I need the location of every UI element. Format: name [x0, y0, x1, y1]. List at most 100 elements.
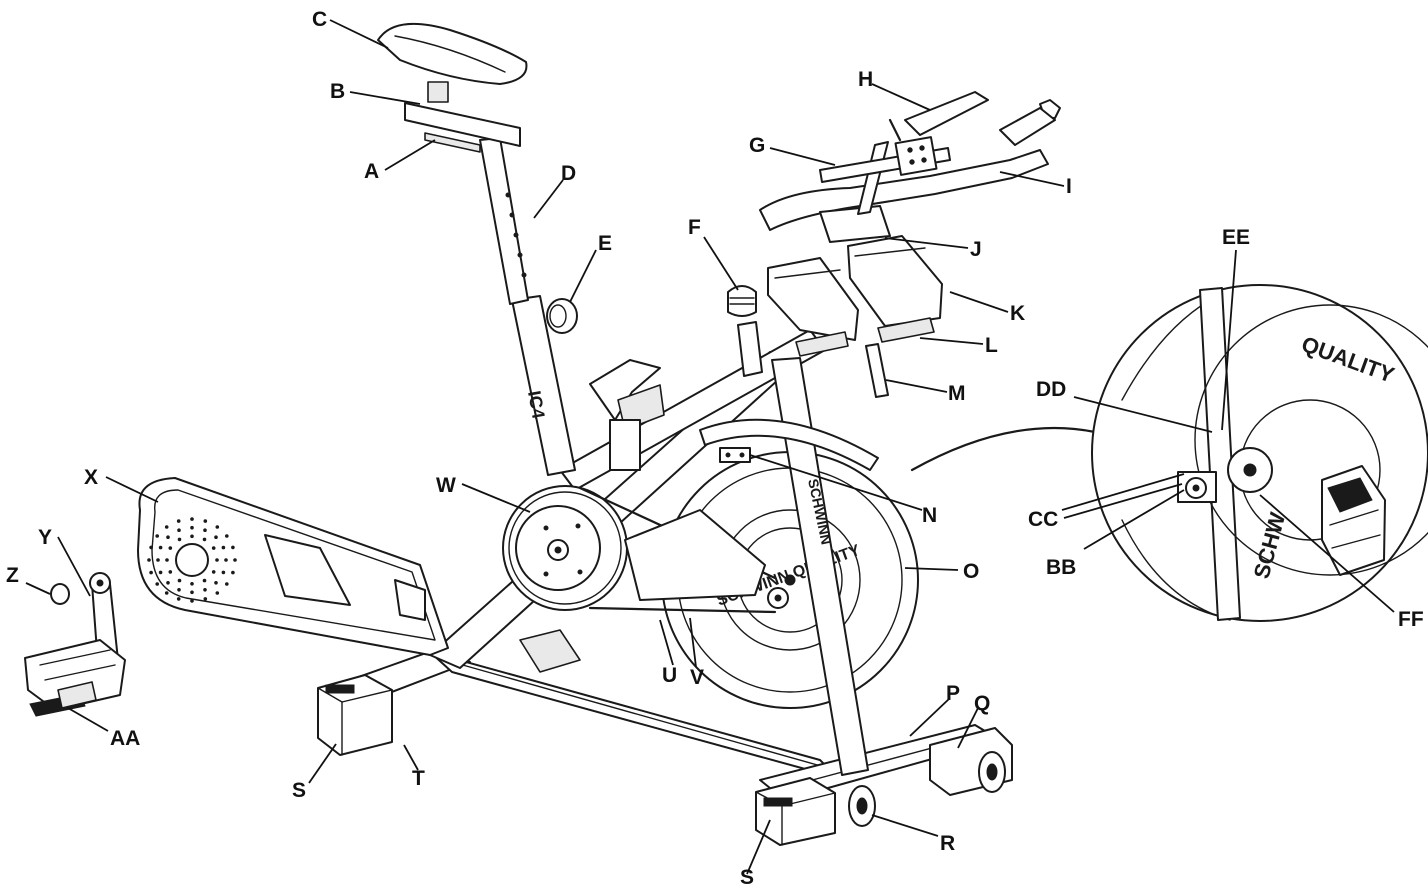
- label-FF: FF: [1398, 608, 1424, 631]
- label-P: P: [946, 682, 960, 705]
- vent-hole: [215, 525, 220, 529]
- vent-hole: [168, 546, 173, 550]
- label-H: H: [858, 68, 873, 91]
- vent-hole: [231, 545, 235, 550]
- vent-hole: [155, 534, 159, 538]
- dust-cap: [50, 583, 70, 605]
- handlebar-post: [727, 285, 763, 377]
- label-Q: Q: [974, 692, 990, 715]
- label-L: L: [985, 334, 998, 357]
- label-EE: EE: [1222, 226, 1250, 249]
- vent-hole: [225, 582, 229, 586]
- vent-hole: [177, 528, 181, 532]
- vent-hole: [221, 545, 226, 550]
- vent-hole: [214, 535, 218, 539]
- vent-hole: [147, 558, 151, 562]
- vent-hole: [165, 558, 169, 562]
- pedal-right: [589, 359, 665, 471]
- leveling-foot-front: [755, 777, 836, 846]
- label-BB: BB: [1046, 556, 1076, 579]
- leader-lines: [25, 19, 1395, 875]
- label-M: M: [948, 382, 966, 405]
- vent-hole: [215, 558, 219, 562]
- drive-pulley: [502, 485, 628, 611]
- vent-hole: [177, 588, 181, 592]
- vent-hole: [149, 570, 153, 575]
- label-B: B: [330, 80, 345, 103]
- label-N: N: [922, 504, 937, 527]
- label-C: C: [312, 8, 327, 31]
- emergency-brake: [865, 343, 889, 398]
- vent-hole: [202, 578, 207, 583]
- vent-hole: [168, 570, 173, 574]
- flywheel-cover-arc: [699, 418, 879, 471]
- vent-hole: [164, 525, 169, 529]
- vent-hole: [176, 597, 181, 601]
- vent-hole: [190, 525, 194, 530]
- vent-hole: [233, 558, 237, 562]
- label-CC: CC: [1028, 508, 1058, 531]
- label-E: E: [598, 232, 612, 255]
- belt-guard: [137, 477, 449, 656]
- label-J: J: [970, 238, 982, 261]
- vent-hole: [177, 537, 182, 542]
- vent-hole: [166, 581, 170, 585]
- saddle: [377, 22, 528, 103]
- label-DD: DD: [1036, 378, 1066, 401]
- vent-hole: [176, 519, 181, 523]
- label-R: R: [940, 832, 955, 855]
- vent-hole: [203, 528, 207, 532]
- vent-hole: [211, 546, 216, 550]
- vent-hole: [190, 590, 194, 595]
- label-F: F: [688, 216, 701, 239]
- label-A: A: [364, 160, 379, 183]
- vent-hole: [202, 537, 207, 542]
- vent-hole: [214, 581, 218, 585]
- vent-hole: [203, 588, 207, 592]
- label-X: X: [84, 466, 98, 489]
- vent-hole: [177, 578, 182, 583]
- label-Z: Z: [6, 564, 19, 587]
- vent-hole: [225, 534, 229, 538]
- vent-hole: [166, 535, 170, 539]
- vent-hole: [158, 570, 163, 575]
- vent-hole: [211, 570, 216, 574]
- label-S-rear: S: [292, 779, 306, 802]
- label-O: O: [963, 560, 979, 583]
- label-G: G: [749, 134, 765, 157]
- label-AA: AA: [110, 727, 140, 750]
- frame-model-marking: IC4: [524, 389, 549, 420]
- belt-guard-vent-holes: [147, 517, 237, 603]
- label-V: V: [690, 666, 704, 689]
- vent-hole: [190, 599, 194, 603]
- brake-pad-hardware: [719, 447, 751, 463]
- vent-hole: [164, 591, 169, 595]
- seat-post: IC4: [479, 137, 576, 476]
- drive-belt: [578, 486, 789, 614]
- vent-hole: [221, 570, 226, 575]
- label-Y: Y: [38, 526, 52, 549]
- label-W: W: [436, 474, 456, 497]
- transport-wheels: [848, 727, 1013, 827]
- label-U: U: [662, 664, 677, 687]
- vent-hole: [149, 545, 153, 550]
- vent-hole: [203, 519, 208, 523]
- detail-callout: QUALITY SCHW: [910, 284, 1428, 622]
- vent-hole: [190, 517, 194, 521]
- vent-hole: [190, 534, 194, 539]
- vent-hole: [158, 545, 163, 550]
- label-S-front: S: [740, 866, 754, 887]
- pedal-left: [24, 639, 126, 717]
- vent-hole: [156, 558, 160, 562]
- dumbbell-holders: [767, 235, 943, 357]
- label-K: K: [1010, 302, 1025, 325]
- label-T: T: [412, 767, 425, 790]
- seat-post-knob: [546, 298, 578, 334]
- vent-hole: [203, 597, 208, 601]
- seat-slider: [404, 102, 521, 153]
- leveling-foot-rear: [317, 674, 393, 756]
- label-D: D: [561, 162, 576, 185]
- console-bracket: [819, 91, 989, 183]
- vent-hole: [190, 582, 194, 586]
